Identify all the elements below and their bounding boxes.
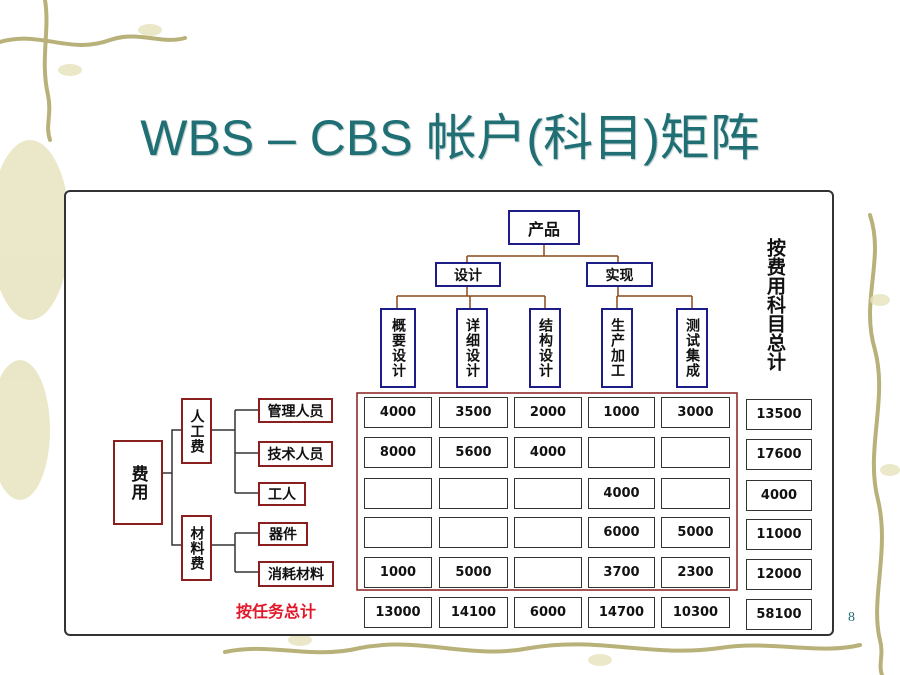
matrix-cell: 2000	[514, 397, 582, 428]
grand-total-cell: 58100	[746, 599, 812, 630]
row-total-cell: 17600	[746, 439, 812, 470]
wbs-root-product: 产品	[508, 210, 580, 245]
matrix-cell	[514, 478, 582, 509]
matrix-cell: 3000	[661, 397, 730, 428]
matrix-cell	[439, 517, 508, 548]
matrix-cell: 4000	[364, 397, 432, 428]
matrix-cell: 5000	[439, 557, 508, 588]
column-total-cell: 6000	[514, 597, 582, 628]
matrix-cell	[514, 557, 582, 588]
cbs-item-consumables: 消耗材料	[258, 561, 334, 587]
matrix-cell: 6000	[588, 517, 655, 548]
wbs-task-outline-design: 概要设计	[380, 308, 416, 388]
cbs-root-expense: 费用	[113, 440, 163, 525]
wbs-task-detailed-design: 详细设计	[456, 308, 488, 388]
wbs-task-test-integration: 测试集成	[676, 308, 708, 388]
cbs-item-workers: 工人	[258, 482, 306, 506]
matrix-cell	[588, 437, 655, 468]
matrix-cell: 5000	[661, 517, 730, 548]
matrix-cell	[364, 478, 432, 509]
row-total-cell: 12000	[746, 559, 812, 590]
row-total-cell: 4000	[746, 480, 812, 511]
column-total-cell: 10300	[661, 597, 730, 628]
wbs-task-production: 生产加工	[601, 308, 633, 388]
cbs-group-labor: 人工费	[181, 398, 212, 464]
matrix-cell	[439, 478, 508, 509]
wbs-task-structural-design: 结构设计	[529, 308, 561, 388]
matrix-cell: 4000	[588, 478, 655, 509]
matrix-cell: 1000	[364, 557, 432, 588]
cbs-item-management: 管理人员	[258, 398, 333, 423]
matrix-cell	[661, 437, 730, 468]
wbs-branch-design: 设计	[435, 262, 501, 287]
page-number: 8	[848, 610, 855, 625]
matrix-cell: 3500	[439, 397, 508, 428]
column-total-label: 按任务总计	[236, 602, 317, 621]
matrix-frame	[356, 392, 738, 591]
matrix-cell: 4000	[514, 437, 582, 468]
matrix-cell: 8000	[364, 437, 432, 468]
cbs-item-components: 器件	[258, 522, 308, 546]
matrix-cell	[364, 517, 432, 548]
matrix-cell	[661, 478, 730, 509]
wbs-branch-implementation: 实现	[586, 262, 653, 287]
column-total-cell: 13000	[364, 597, 432, 628]
page-title: WBS – CBS 帐户(科目)矩阵	[140, 110, 760, 166]
column-total-cell: 14700	[588, 597, 655, 628]
row-total-cell: 13500	[746, 399, 812, 430]
column-total-cell: 14100	[439, 597, 508, 628]
matrix-cell: 3700	[588, 557, 655, 588]
cbs-item-technical: 技术人员	[258, 441, 333, 467]
row-total-cell: 11000	[746, 519, 812, 550]
matrix-cell: 2300	[661, 557, 730, 588]
matrix-cell	[514, 517, 582, 548]
matrix-cell: 5600	[439, 437, 508, 468]
matrix-cell: 1000	[588, 397, 655, 428]
row-total-label: 按费用科目总计	[764, 238, 786, 371]
cbs-group-material: 材料费	[181, 515, 212, 581]
